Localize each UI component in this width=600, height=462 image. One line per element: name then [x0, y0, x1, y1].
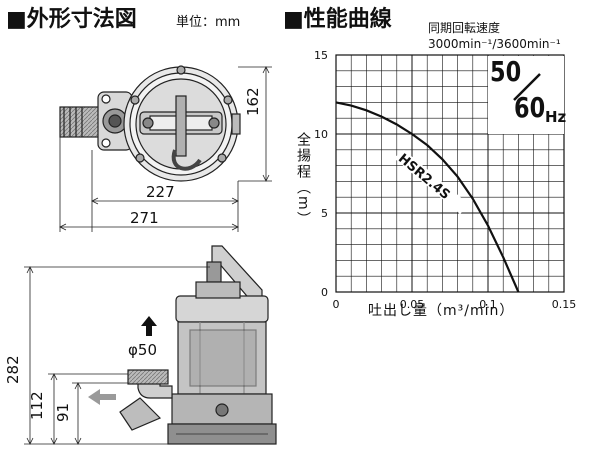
pump-top-view	[59, 65, 241, 182]
curve-label-bg	[394, 150, 470, 214]
dimension-title: ■外形寸法図	[6, 7, 137, 32]
y-tick-label: 10	[314, 128, 328, 141]
freq-50: 50	[490, 55, 522, 88]
speed-label: 同期回転速度	[428, 21, 501, 35]
y-axis-label: 全揚程（m）	[295, 132, 311, 228]
y-tick-label: 0	[321, 286, 328, 299]
dim-271: 271	[130, 209, 159, 227]
dim-227: 227	[146, 183, 175, 201]
freq-slash	[513, 73, 541, 101]
freq-unit: Hz	[545, 108, 567, 126]
freq-badge-bg	[488, 56, 564, 134]
unit-label: 単位：mm	[176, 15, 241, 30]
y-tick-label: 15	[314, 49, 328, 62]
x-tick-label: 0	[333, 298, 340, 311]
dim-outlet-diameter: φ50	[128, 341, 157, 359]
pump-side-view	[119, 245, 277, 445]
up-arrow-icon	[141, 316, 157, 336]
y-tick-label: 5	[321, 207, 328, 220]
x-tick-label: 0.15	[552, 298, 577, 311]
performance-title: ■性能曲線	[283, 7, 392, 32]
x-axis-label: 吐出し量（m³/min）	[368, 303, 515, 319]
freq-60: 60	[514, 91, 546, 124]
speed-values: 3000min⁻¹/3600min⁻¹	[428, 37, 561, 51]
x-tick-label: 0.05	[400, 298, 425, 311]
x-tick-label: 0.1	[479, 298, 497, 311]
left-arrow-icon	[88, 389, 116, 405]
